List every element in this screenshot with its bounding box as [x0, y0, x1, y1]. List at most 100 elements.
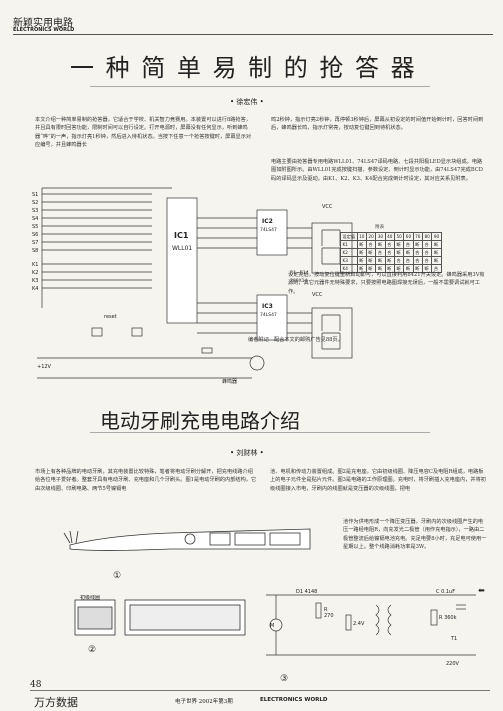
article1-title: 一 种 简 单 易 制 的 抢 答 器	[70, 54, 417, 82]
svg-text:reset: reset	[104, 314, 117, 320]
table-cell: 50	[393, 232, 405, 241]
svg-text:S3: S3	[32, 208, 38, 214]
article2-col1: 市场上有各种品牌的电动牙刷，其充电装置比较特殊，笔者将电动牙刷分解开，把充电线路…	[35, 469, 257, 492]
svg-text:220V: 220V	[446, 661, 460, 667]
svg-text:R1~R14: R1~R14	[290, 270, 309, 276]
table-cell: 断	[384, 256, 395, 265]
svg-text:K2: K2	[32, 270, 38, 276]
article2-col2a: 池、电机和传动力装置组成。图2是充电座，它由初级线圈、降压电容C及电阻R组成，电…	[270, 469, 486, 492]
article1-col1: 本文介绍一种简单易制的抢答器，它适合于学校、机关智力竞赛用。本装置可以进行8路抢…	[35, 117, 252, 149]
svg-text:74LS47: 74LS47	[260, 227, 277, 233]
continue-arrow-icon: ⬅	[478, 586, 485, 595]
table-cell: 10	[356, 232, 367, 241]
page-number: 48	[30, 680, 42, 690]
svg-text:K4: K4	[32, 286, 38, 292]
table-cell: 70	[412, 232, 424, 241]
svg-text:T1: T1	[450, 636, 457, 642]
table-cell: 合	[384, 240, 395, 249]
table-cell: 合	[384, 248, 395, 257]
svg-text:S7: S7	[32, 240, 38, 246]
table-cell: 断	[431, 240, 442, 249]
table-cell: 断	[393, 240, 405, 249]
table-cell: 设定值	[340, 232, 358, 241]
svg-text:74LS47: 74LS47	[260, 312, 277, 318]
table-cell: 断	[403, 248, 414, 257]
table-cell: 60	[403, 232, 414, 241]
table-cell: 30	[375, 232, 386, 241]
svg-text:+12V: +12V	[37, 364, 52, 370]
table-cell: 合	[403, 240, 414, 249]
article2-col2b: 池作为供电形成一个降压变压器，牙刷内的次级线圈产生的电压一路经电阻R，向充发光二…	[343, 519, 487, 551]
svg-text:R 360k: R 360k	[439, 615, 457, 621]
figure-3-label: ③	[280, 674, 289, 684]
table-cell: 断	[365, 256, 377, 265]
section-title: 新颖实用电路	[13, 18, 73, 29]
svg-text:IC1: IC1	[174, 231, 189, 240]
svg-text:S5: S5	[32, 224, 38, 230]
svg-text:IC2: IC2	[262, 218, 273, 225]
svg-text:200X14: 200X14	[290, 278, 308, 284]
table-cell: 断	[393, 248, 405, 257]
svg-text:2.4V: 2.4V	[353, 621, 365, 627]
table-cell: 断	[365, 248, 377, 257]
svg-text:M: M	[270, 623, 274, 629]
table-cell: 断	[356, 256, 367, 265]
svg-text:S8: S8	[32, 248, 38, 254]
table-cell: 20	[365, 232, 377, 241]
svg-text:VCC: VCC	[322, 204, 333, 210]
table-cell: 80	[421, 232, 433, 241]
editor-note: 编者附记 配合本文的邮购广告见88页。	[248, 337, 343, 343]
svg-text:D1 4148: D1 4148	[296, 589, 317, 595]
article1-col2a: 鸣2秒钟，指示灯亮2秒钟，再停顿3秒钟后，屏幕从初设定的时间值开始倒计时，回答时…	[271, 117, 484, 132]
figure-1-label: ①	[113, 571, 122, 581]
table-cell: 合	[403, 256, 414, 265]
svg-text:270: 270	[324, 613, 334, 619]
svg-text:IC3: IC3	[262, 303, 273, 310]
article1-col2b: 电路主要由抢答器专用电路WLL01、74LS47译码电路、七段共阳极LED显示块…	[271, 159, 483, 182]
svg-text:S6: S6	[32, 232, 38, 238]
table-cell: K3	[340, 256, 358, 265]
article2-title: 电动牙刷充电电路介绍	[100, 409, 300, 433]
journal-en: ELECTRONICS WORLD	[260, 697, 328, 703]
table-cell: 合	[365, 240, 377, 249]
svg-text:WLL01: WLL01	[172, 245, 192, 252]
table-cell: 90	[431, 232, 442, 241]
section-title-en: ELECTRONICS WORLD	[13, 27, 75, 33]
svg-text:S2: S2	[32, 200, 38, 206]
article1-author: • 徐宏伟 •	[230, 98, 264, 106]
figure-2-label: ②	[88, 645, 97, 655]
table-cell: 合	[421, 248, 433, 257]
table-cell: 断	[431, 256, 442, 265]
table-cell: 40	[384, 232, 395, 241]
watermark: 万方数据	[34, 696, 78, 709]
svg-text:S1: S1	[32, 192, 38, 198]
journal-info: 电子世界 2002年第3期	[175, 699, 233, 705]
table-cell: 断	[375, 240, 386, 249]
svg-text:K3: K3	[32, 278, 38, 284]
table-cell: 断	[375, 256, 386, 265]
table-cell: 断	[412, 240, 424, 249]
charger-circuit-figure: D1 4148 R 270 M 2.4V C 0.1uF R 360k T1 2…	[266, 589, 476, 667]
article2-author: • 刘财林 •	[230, 449, 264, 457]
toothbrush-figure	[63, 528, 311, 551]
svg-text:初级线圈: 初级线圈	[80, 595, 100, 601]
table-cell: 合	[375, 248, 386, 257]
svg-text:K1: K1	[32, 262, 38, 268]
table-cell: 断	[356, 248, 367, 257]
table-cell: 合	[412, 256, 424, 265]
charger-base-figure: 初级线圈	[74, 595, 246, 636]
svg-text:S4: S4	[32, 216, 38, 222]
table-cell: K1	[340, 240, 358, 249]
table-cell: 合	[412, 248, 424, 257]
table-cell: 合	[431, 264, 442, 273]
svg-text:C 0.1uF: C 0.1uF	[436, 589, 455, 595]
table-cell: 断	[431, 248, 442, 257]
svg-text:VCC: VCC	[312, 292, 323, 298]
table-cell: 合	[421, 240, 433, 249]
